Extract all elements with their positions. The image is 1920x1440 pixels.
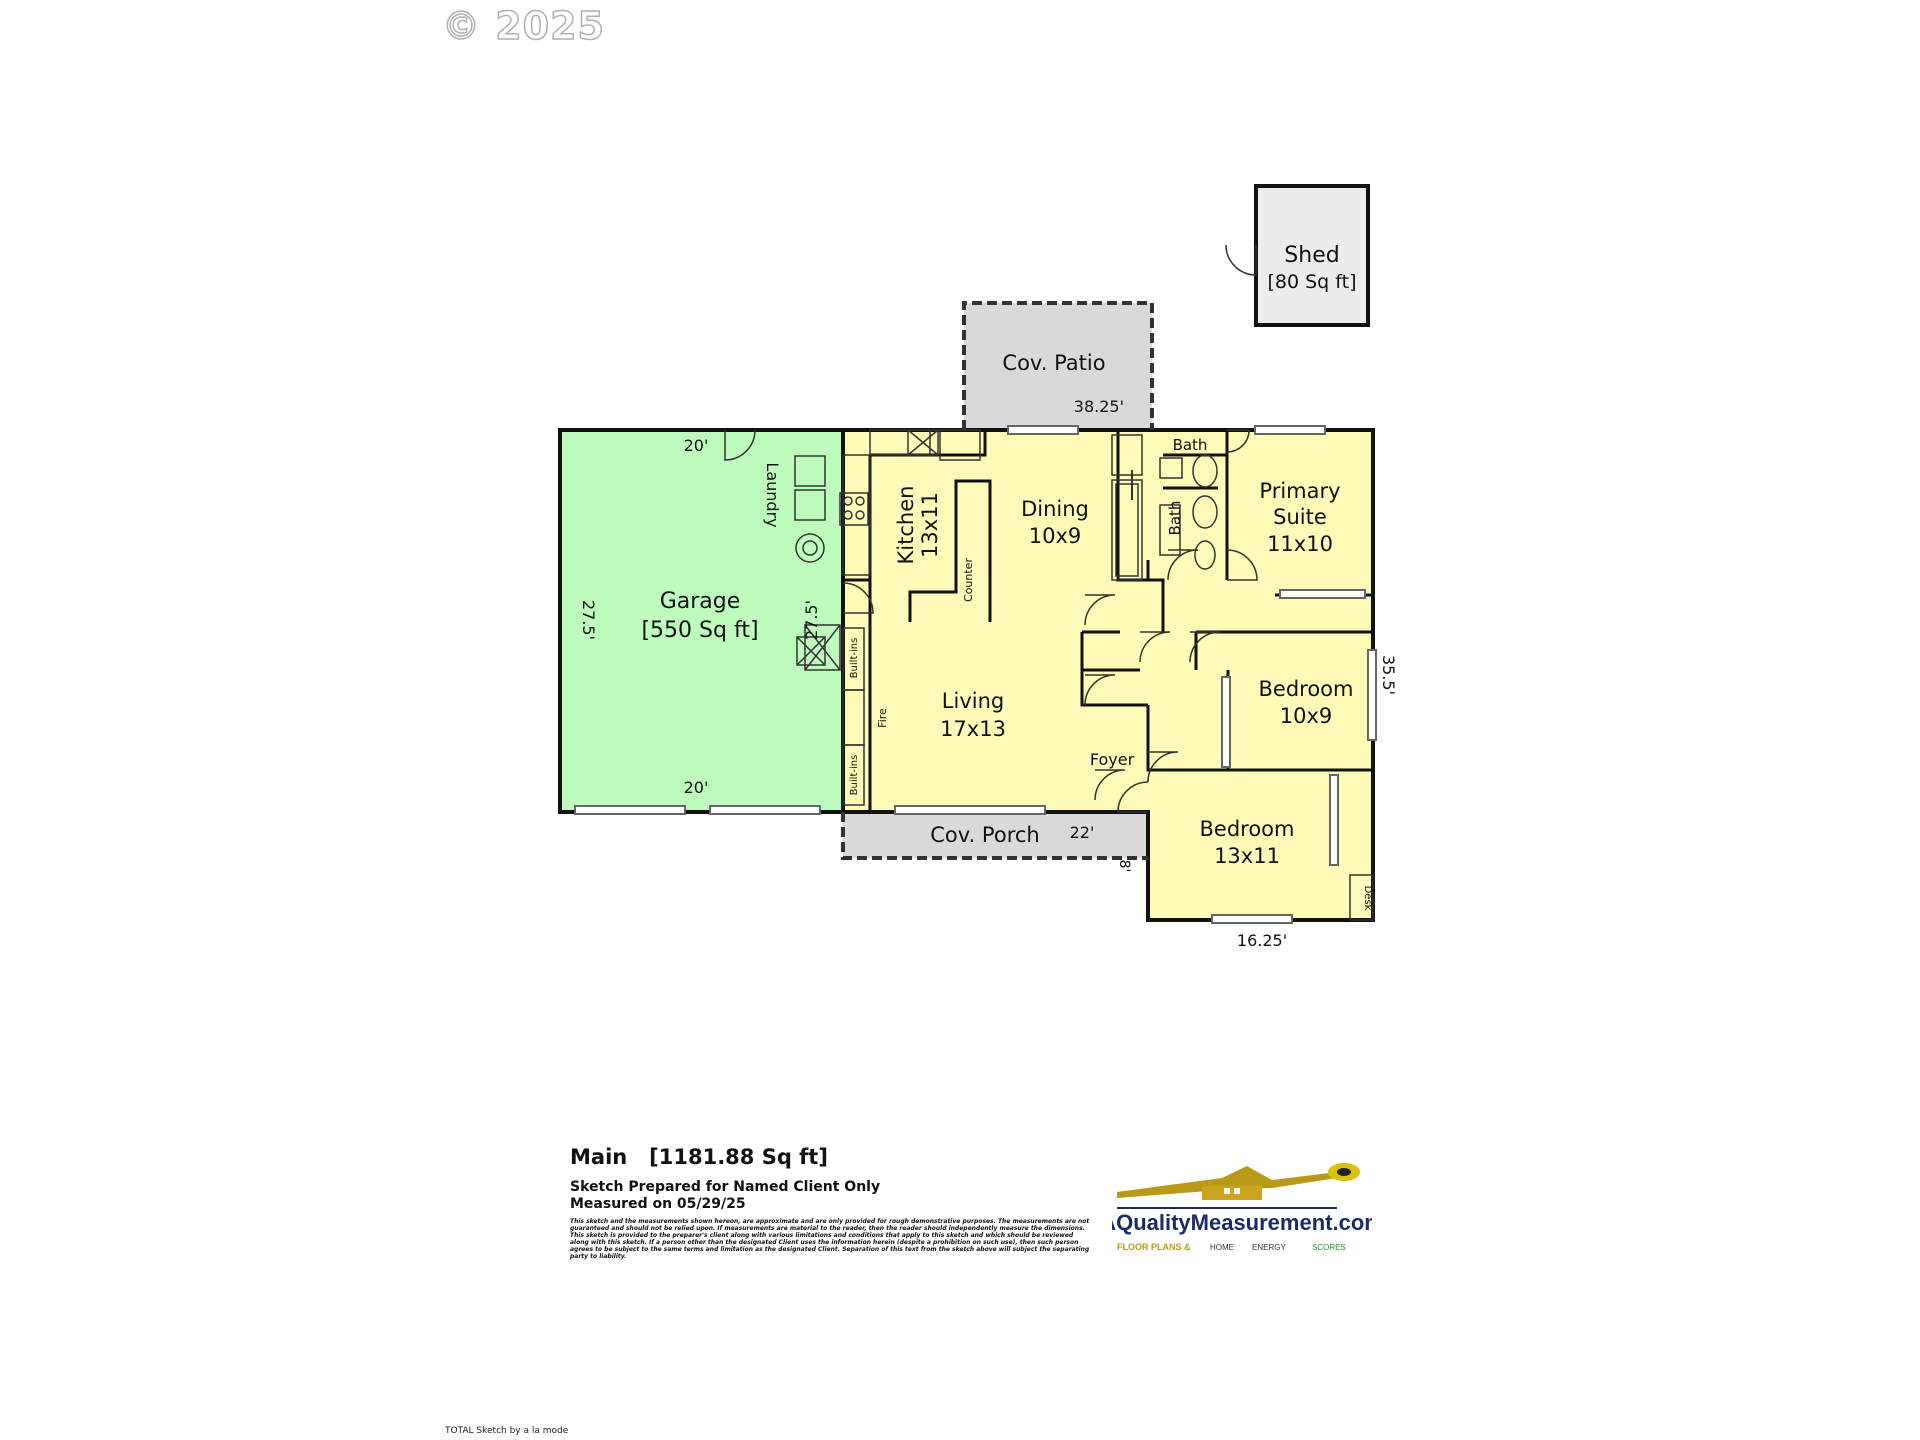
- garage-label: Garage: [660, 589, 741, 614]
- brand-logo: AQualityMeasurement.com FLOOR PLANS & HO…: [1112, 1163, 1372, 1252]
- garage-dim-right: 27.5': [802, 600, 821, 640]
- shed-area: [1256, 186, 1368, 325]
- kitchen-size: 13x11: [918, 492, 942, 558]
- shed-label: Shed: [1284, 243, 1339, 268]
- dining-label: Dining: [1021, 497, 1089, 521]
- living-label: Living: [942, 689, 1004, 713]
- garage-dim-left: 27.5': [579, 600, 598, 640]
- legend-title: Main [1181.88 Sq ft]: [570, 1145, 828, 1169]
- brand-tag2: HOME: [1210, 1243, 1234, 1252]
- dining-size: 10x9: [1029, 524, 1082, 548]
- legend-line2: Measured on 05/29/25: [570, 1196, 746, 1212]
- garage-dim-bottom: 20': [684, 778, 709, 797]
- bedroom2-label: Bedroom: [1200, 817, 1295, 841]
- patio-dimension: 38.25': [1074, 397, 1124, 416]
- patio-area: [964, 303, 1152, 430]
- desk-label: Desk: [1362, 886, 1373, 911]
- brand-name: AQualityMeasurement.com: [1112, 1210, 1372, 1235]
- copyright-watermark: © 2025: [441, 3, 605, 49]
- bath-side-label: Bath: [1166, 501, 1184, 536]
- bedroom2-dimension: 16.25': [1237, 931, 1287, 950]
- garage-area: [560, 430, 843, 812]
- bedroom1-size: 10x9: [1280, 704, 1333, 728]
- patio-label: Cov. Patio: [1002, 351, 1105, 375]
- builtins-bottom-label: Built-ins: [849, 755, 860, 796]
- bath-small-label: Bath: [1173, 436, 1208, 454]
- laundry-label: Laundry: [763, 462, 782, 527]
- garage-dim-top: 20': [684, 436, 709, 455]
- porch-label: Cov. Porch: [930, 823, 1039, 847]
- porch-side-dimension: 8': [1116, 860, 1132, 873]
- counter-label: Counter: [962, 558, 975, 602]
- legend-line1: Sketch Prepared for Named Client Only: [570, 1179, 881, 1195]
- bedroom1-label: Bedroom: [1259, 677, 1354, 701]
- porch-area: [843, 812, 1148, 858]
- legend-block: Main [1181.88 Sq ft] Sketch Prepared for…: [570, 1145, 1090, 1260]
- brand-tag4: SCORES: [1312, 1243, 1346, 1252]
- primary-line2: Suite: [1273, 505, 1327, 529]
- primary-line1: Primary: [1259, 479, 1340, 503]
- primary-size: 11x10: [1267, 532, 1333, 556]
- shed-area-label: [80 Sq ft]: [1267, 271, 1356, 293]
- fire-label: Fire: [876, 708, 889, 728]
- bedroom2-size: 13x11: [1214, 844, 1280, 868]
- living-size: 17x13: [940, 717, 1006, 741]
- garage-area-label: [550 Sq ft]: [641, 618, 758, 643]
- kitchen-label: Kitchen: [894, 486, 918, 565]
- software-credit: TOTAL Sketch by a la mode: [445, 1426, 569, 1436]
- bedroom1-dimension: 35.5': [1379, 655, 1398, 695]
- brand-tag1: FLOOR PLANS &: [1117, 1242, 1191, 1252]
- builtins-top-label: Built-ins: [849, 638, 860, 679]
- foyer-label: Foyer: [1090, 750, 1135, 769]
- porch-dimension: 22': [1070, 823, 1095, 842]
- legend-disclaimer: This sketch and the measurements shown h…: [570, 1218, 1090, 1260]
- brand-tag3: ENERGY: [1252, 1243, 1286, 1252]
